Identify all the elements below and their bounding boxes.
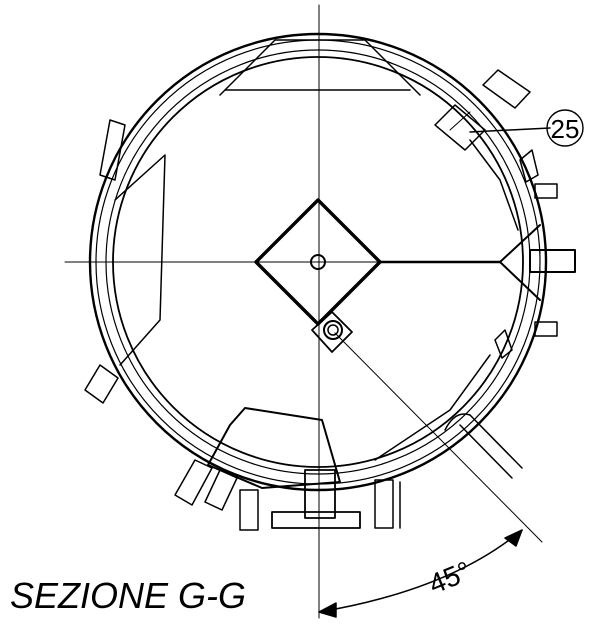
nozzle-right-upper	[534, 183, 558, 199]
inlet-nozzle	[529, 249, 576, 273]
bottom-right-supports	[374, 479, 401, 529]
plate-body	[207, 407, 341, 489]
nozzle-flange	[434, 104, 486, 151]
arrowhead-left	[318, 602, 337, 618]
pin-hole-inner	[327, 324, 339, 336]
baffle-lower	[374, 354, 491, 461]
callout-leader	[469, 127, 551, 133]
nozzle-pipe	[482, 69, 531, 109]
support-br-1	[374, 479, 394, 529]
baffle-top	[219, 39, 421, 96]
bottom-left-plate	[207, 407, 341, 489]
bottom-flange	[271, 469, 361, 529]
nozzle-bl-3	[239, 489, 259, 531]
callout-25	[469, 109, 584, 147]
bracket-right-upper	[519, 149, 539, 183]
internal-baffles	[114, 39, 519, 461]
left-nozzles	[84, 119, 126, 404]
flange-neck	[304, 469, 336, 519]
section-title: SEZIONE G-G	[10, 575, 247, 616]
pin-block	[311, 311, 353, 353]
callout-circle	[546, 109, 584, 147]
nozzle-right-lower	[534, 321, 558, 337]
pipe-edge-1	[469, 414, 523, 469]
right-nozzles	[494, 149, 558, 359]
callout-number: 25	[551, 114, 580, 144]
arrowhead-right	[504, 529, 523, 547]
pipe-elbow	[444, 413, 471, 431]
diagonal-pipe	[444, 413, 523, 479]
baffle-left	[114, 154, 166, 366]
nozzle-detail	[449, 111, 471, 131]
center-hole	[310, 254, 326, 270]
nozzle-left-upper	[99, 119, 126, 181]
pin-hole-outer	[323, 320, 343, 340]
pin-block-body	[311, 311, 353, 353]
flange-plate	[271, 511, 361, 529]
angle-dimension	[318, 529, 523, 618]
diagonal-axis-line	[334, 332, 543, 543]
top-right-nozzle	[434, 69, 531, 151]
angle-arc	[318, 529, 523, 613]
baffle-right-upper	[469, 139, 519, 231]
pipe-edge-2	[459, 424, 513, 479]
inlet-cone	[499, 224, 541, 301]
nozzle-bl-1	[174, 459, 213, 506]
right-inlet	[499, 224, 576, 301]
nozzle-bl-2	[204, 469, 238, 511]
bracket-right-lower	[494, 329, 513, 359]
nozzle-left-lower	[84, 364, 119, 404]
bottom-left-nozzles	[174, 459, 259, 531]
angle-label: 45°	[424, 555, 475, 600]
liner-inner-ring	[112, 56, 524, 468]
